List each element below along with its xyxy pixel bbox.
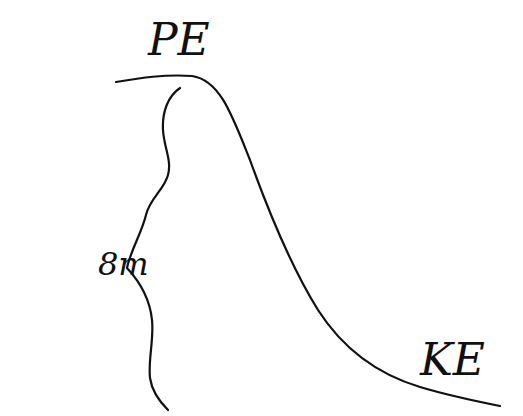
kinetic-energy-label: KE xyxy=(420,338,485,382)
slope-curve xyxy=(116,75,500,406)
potential-energy-label: PE xyxy=(148,18,210,62)
height-label: 8m xyxy=(98,248,149,280)
